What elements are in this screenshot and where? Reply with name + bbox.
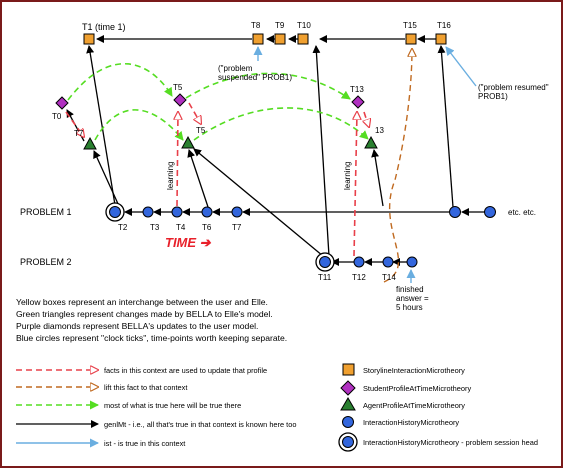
label-t15: T15 [403,21,417,30]
label-t13-diamond: T13 [350,85,364,94]
description-line: Yellow boxes represent an interchange be… [16,297,268,307]
problem1-label: PROBLEM 1 [20,207,72,217]
node-t12 [353,256,365,268]
legend-agent-triangle [340,397,356,411]
node-p1-a [449,206,461,218]
legend-student: StudentProfileAtTimeMicrotheory [363,384,471,393]
node-t3 [142,206,154,218]
problem-suspended-line2: suspended" PROB1) [218,73,292,82]
legend-shapes: StorylineInteractionMicrotheory StudentP… [338,363,538,452]
interaction-history-nodes [105,202,496,272]
node-t11 [319,256,331,268]
finished-line3: 5 hours [396,303,423,312]
storyline-nodes [83,33,447,45]
node-t13-diamond [351,95,365,109]
node-t1 [83,33,95,45]
student-profile-nodes [55,93,365,110]
node-t5-diamond [173,93,187,107]
node-t13-triangle [364,135,378,149]
label-t4: T4 [176,223,186,232]
agent-profile-nodes [83,135,378,150]
genlmt-edges [66,35,485,266]
node-t16 [435,33,447,45]
description-line: Green triangles represent changes made b… [16,309,273,319]
facts-update-edges [65,102,369,257]
label-t10: T10 [297,21,311,30]
legend-interaction: InteractionHistoryMicrotheory [363,418,459,427]
ist-edges [253,46,477,283]
time-label: TIME ➔ [165,235,212,250]
description-line: Purple diamonds represent BELLA's update… [16,321,258,331]
lift-edge [383,49,412,283]
learning-label-2: learning [343,162,352,190]
legend-genlmt: genlMt - i.e., all that's true in that c… [104,420,296,429]
label-t7: T7 [232,223,242,232]
problem2-label: PROBLEM 2 [20,257,72,267]
description-block: Yellow boxes represent an interchange be… [16,297,287,343]
node-t15 [405,33,417,45]
label-t9: T9 [275,21,285,30]
description-line: Blue circles represent "clock ticks", ti… [16,333,287,343]
node-t10 [297,33,309,45]
annotations: ("problem suspended" PROB1) ("problem re… [20,64,549,312]
label-t7-triangle: T7 [74,129,84,138]
finished-line1: finished [396,285,424,294]
label-t6: T6 [202,223,212,232]
true-there-edges [67,62,369,141]
label-t5-triangle: T5 [196,126,206,135]
label-t11: T11 [318,273,332,282]
problem-resumed-line1: ("problem resumed" [478,83,549,92]
node-t8 [252,33,264,45]
legend-student-diamond [340,380,356,396]
problem-resumed-line2: PROB1) [478,92,508,101]
label-t1: T1 (time 1) [82,22,126,32]
node-t0 [55,96,69,110]
node-t5-triangle [181,135,195,149]
legend-true-there: most of what is true here will be true t… [104,401,241,410]
etc-label: etc. etc. [508,208,536,217]
node-p1-b [484,206,496,218]
label-t12: T12 [352,273,366,282]
problem-suspended-line1: ("problem [218,64,253,73]
label-t14: T14 [382,273,396,282]
legend-session-head: InteractionHistoryMicrotheory - problem … [363,438,538,447]
node-p2-end [406,256,418,268]
finished-line2: answer = [396,294,429,303]
legend-storyline-box [342,363,355,376]
legend-facts-update: facts in this context are used to update… [104,366,267,375]
legend-agent: AgentProfileAtTimeMicrotheory [363,401,465,410]
node-t14 [382,256,394,268]
legend-lines: facts in this context are used to update… [16,366,296,448]
legend-ist: ist - is true in this context [104,439,185,448]
node-labels: T1 (time 1) T8 T9 T10 T15 T16 T0 T5 T13 … [52,21,451,282]
legend-interaction-circle [342,416,354,428]
node-t6 [201,206,213,218]
legend-session-head-circle [342,436,354,448]
label-t3: T3 [150,223,160,232]
label-t5-diamond: T5 [173,83,183,92]
node-t2 [109,206,121,218]
node-t7 [231,206,243,218]
legend-storyline: StorylineInteractionMicrotheory [363,366,465,375]
label-t13-triangle: 13 [375,126,384,135]
learning-label-1: learning [166,162,175,190]
label-t0: T0 [52,112,62,121]
legend-lift: lift this fact to that context [104,383,187,392]
node-t7-triangle [83,136,97,150]
label-t8: T8 [251,21,261,30]
node-t9 [274,33,286,45]
label-t2: T2 [118,223,128,232]
node-t4 [171,206,183,218]
label-t16: T16 [437,21,451,30]
